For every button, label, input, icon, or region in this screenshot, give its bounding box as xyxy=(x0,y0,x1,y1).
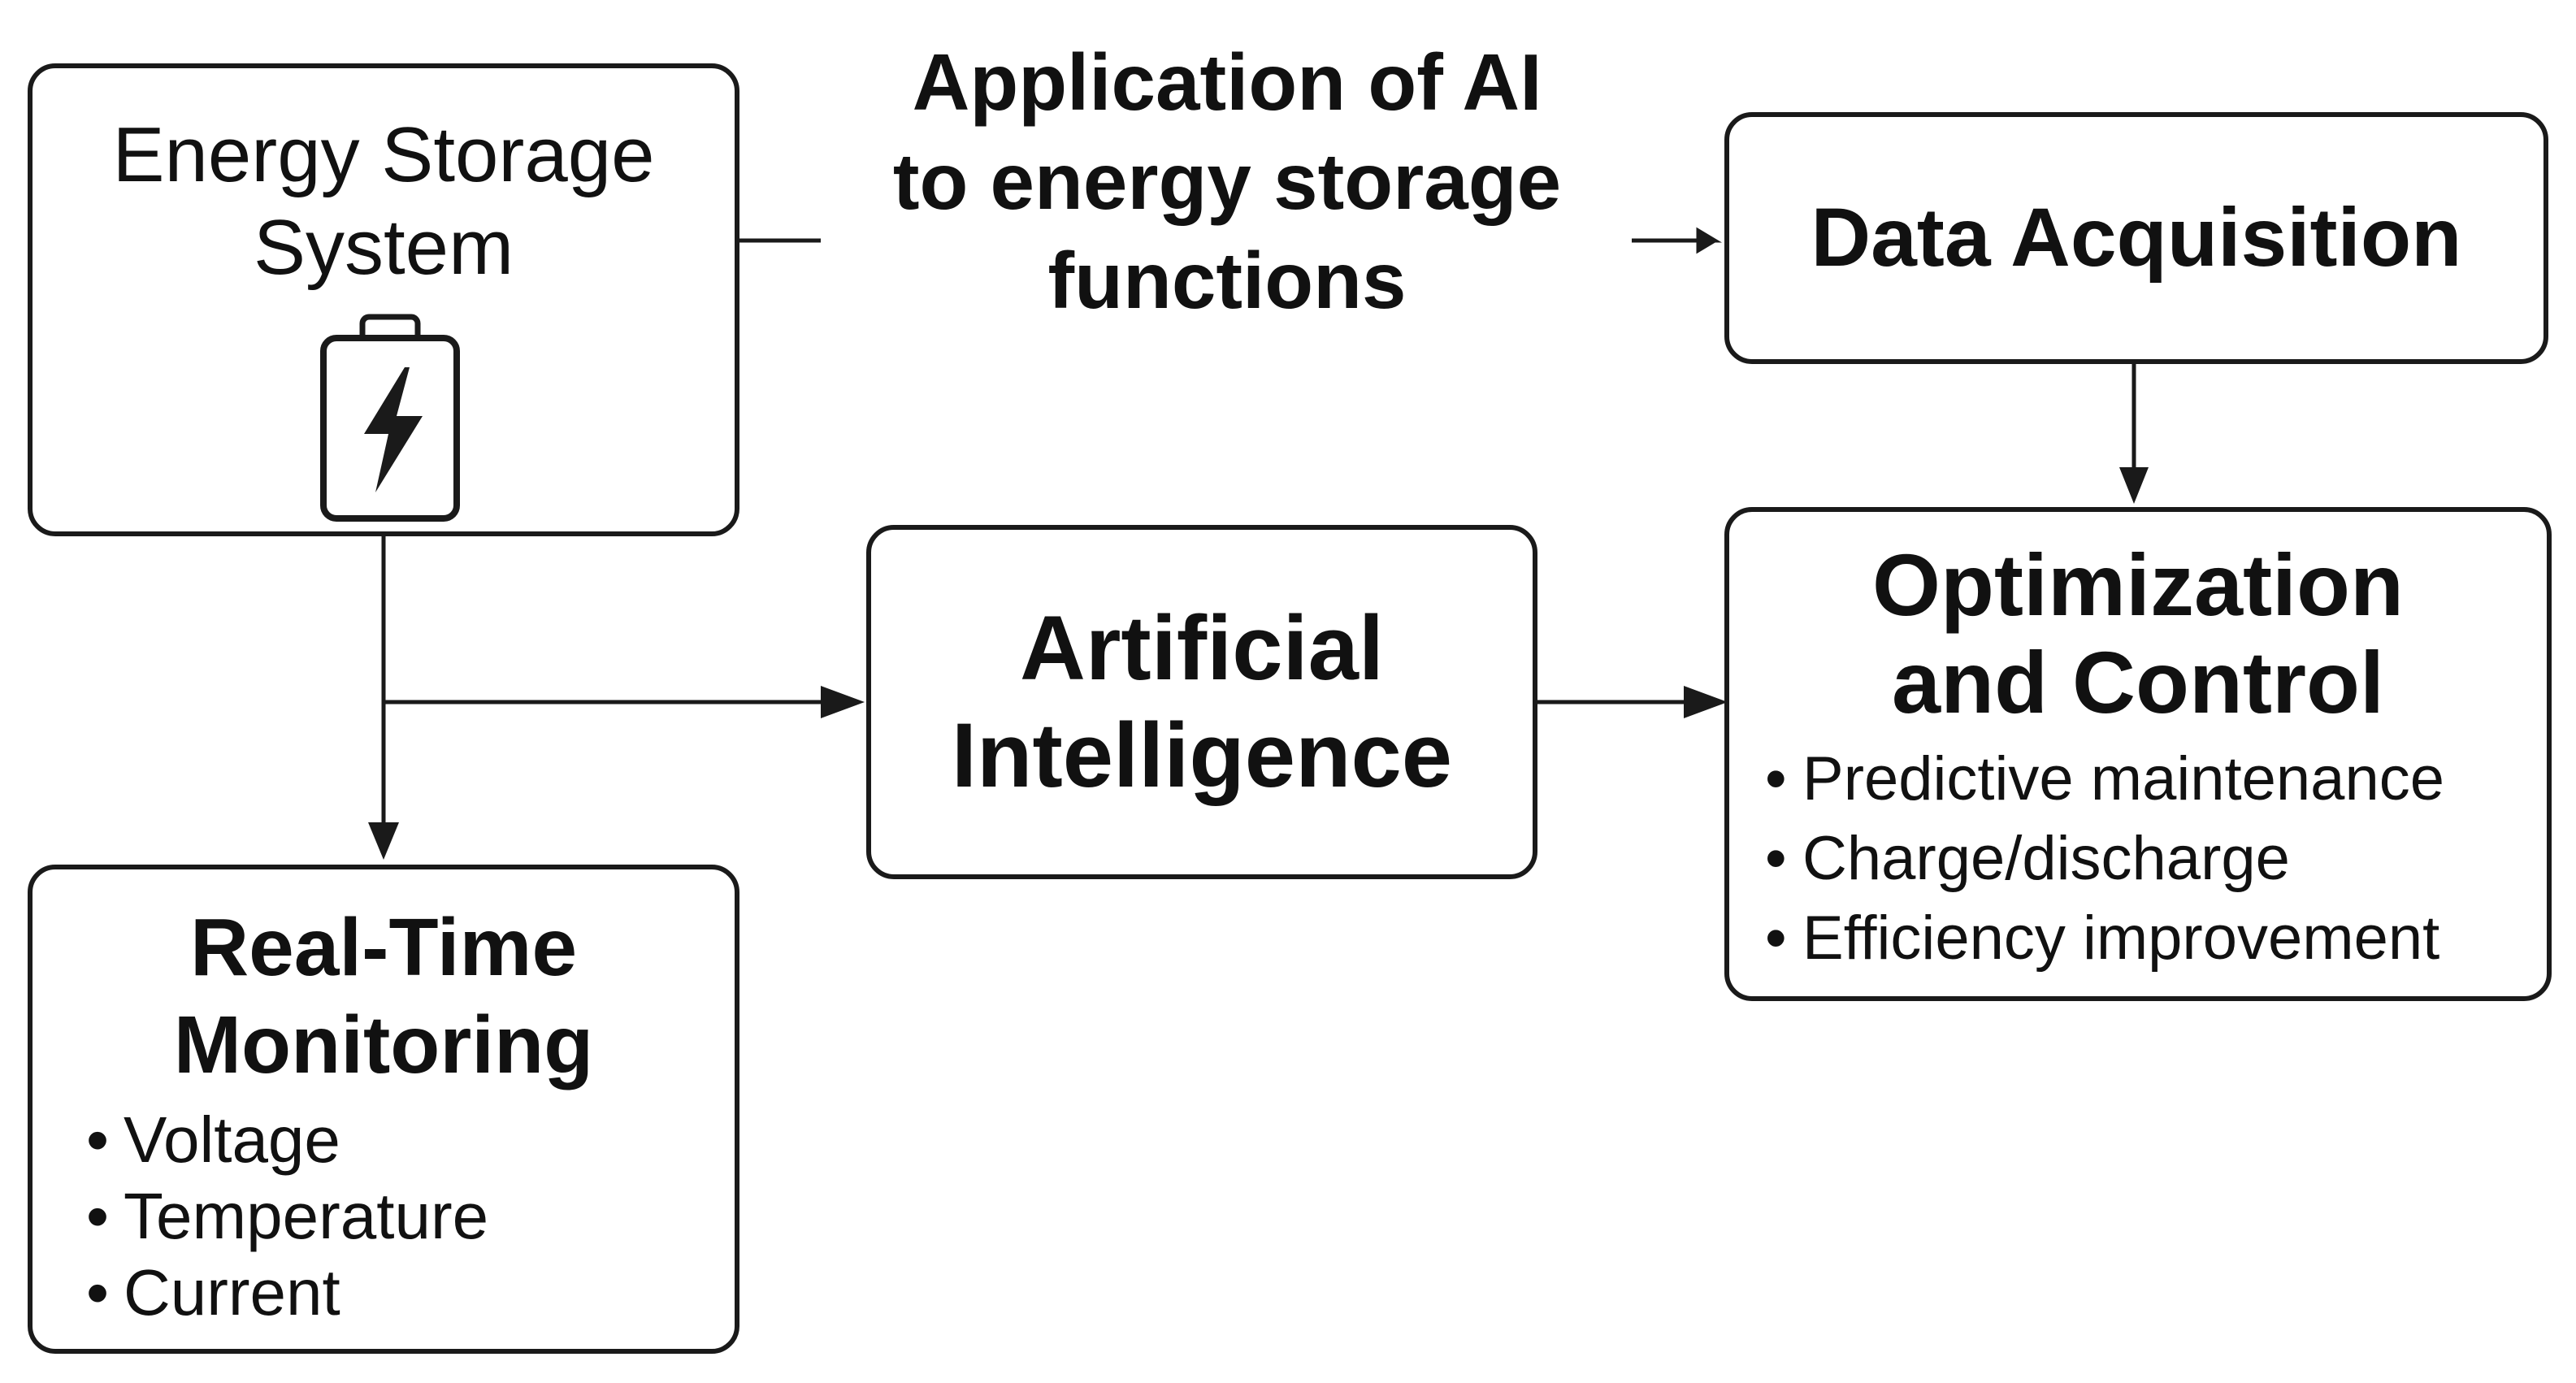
diagram-title-line: Application of AI xyxy=(912,37,1542,127)
arrow-title-to-data-acquisition xyxy=(1632,227,1723,254)
optimization-control-list: Predictive maintenance Charge/discharge … xyxy=(1762,739,2444,978)
artificial-intelligence-title-line: Artificial xyxy=(1019,597,1385,699)
artificial-intelligence-title: Artificial Intelligence xyxy=(871,595,1533,809)
real-time-monitoring-title: Real-Time Monitoring xyxy=(33,899,735,1094)
artificial-intelligence-title-line: Intelligence xyxy=(951,705,1453,806)
energy-storage-title-line: System xyxy=(253,204,514,291)
artificial-intelligence-box: Artificial Intelligence xyxy=(866,525,1537,879)
list-item: Temperature xyxy=(83,1178,488,1255)
diagram-title: Application of AI to energy storage func… xyxy=(821,33,1633,330)
real-time-monitoring-title-line: Real-Time xyxy=(189,902,578,993)
list-item: Efficiency improvement xyxy=(1762,899,2444,978)
energy-storage-title: Energy Storage System xyxy=(33,109,735,294)
real-time-monitoring-title-line: Monitoring xyxy=(173,999,594,1090)
real-time-monitoring-box: Real-Time Monitoring Voltage Temperature… xyxy=(28,865,739,1354)
optimization-control-title-line: and Control xyxy=(1892,633,2384,731)
diagram-title-line: to energy storage xyxy=(892,137,1562,226)
energy-storage-title-line: Energy Storage xyxy=(112,111,655,198)
diagram-title-line: functions xyxy=(1047,236,1407,325)
data-acquisition-box: Data Acquisition xyxy=(1724,112,2548,364)
list-item: Current xyxy=(83,1255,488,1331)
optimization-control-title-line: Optimization xyxy=(1872,535,2404,634)
optimization-control-box: Optimization and Control Predictive main… xyxy=(1724,507,2552,1001)
list-item: Charge/discharge xyxy=(1762,819,2444,899)
real-time-monitoring-list: Voltage Temperature Current xyxy=(83,1102,488,1331)
battery-lightning-icon xyxy=(320,314,460,522)
data-acquisition-title: Data Acquisition xyxy=(1811,191,2462,284)
energy-storage-system-box: Energy Storage System xyxy=(28,63,739,536)
list-item: Predictive maintenance xyxy=(1762,739,2444,819)
optimization-control-title: Optimization and Control xyxy=(1729,536,2547,731)
list-item: Voltage xyxy=(83,1102,488,1178)
